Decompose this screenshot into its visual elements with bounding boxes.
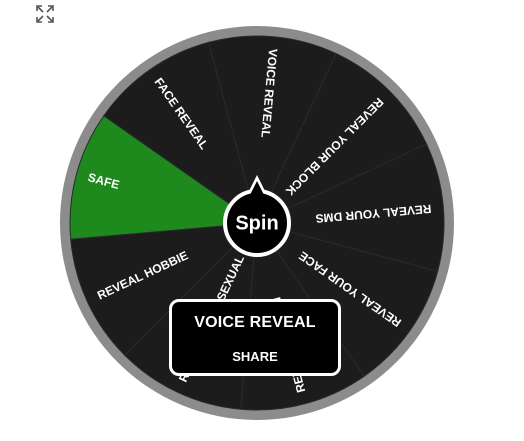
expand-icon[interactable] <box>34 3 56 25</box>
result-title: VOICE REVEAL <box>194 314 316 331</box>
spin-label: Spin <box>235 212 278 234</box>
wheel-segment <box>255 222 439 377</box>
wheel-segment-highlighted <box>69 115 259 240</box>
wheel-segment <box>207 35 337 225</box>
result-popup: VOICE REVEAL SHARE <box>169 299 341 376</box>
wheel-segment <box>255 143 445 273</box>
wheel-segment <box>70 222 259 356</box>
spin-button[interactable]: Spin <box>223 175 291 257</box>
wheel-segment <box>103 41 258 225</box>
wheel-pointer-inner <box>248 181 266 199</box>
wheel-segment <box>255 52 428 225</box>
share-button[interactable]: SHARE <box>232 349 278 364</box>
